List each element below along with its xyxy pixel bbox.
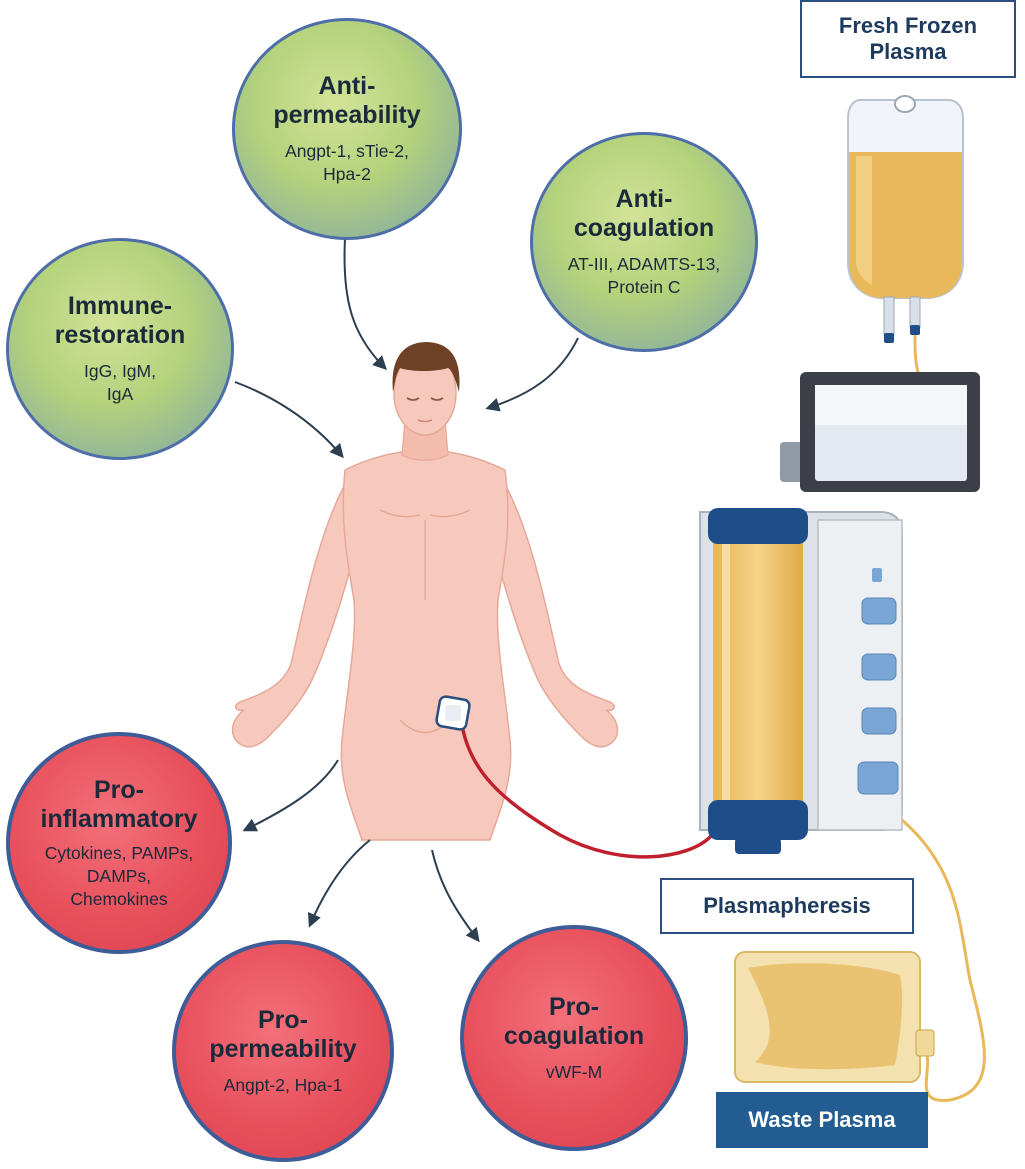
- human-body-figure: [231, 342, 619, 841]
- plasmapheresis-machine-icon: [699, 372, 980, 854]
- node-title: Anti- permeability: [273, 72, 421, 129]
- node-title: Pro- coagulation: [503, 992, 645, 1050]
- node-immune-restoration: Immune- restoration IgG, IgM, IgA: [6, 238, 234, 460]
- node-pro-inflammatory: Pro- inflammatory Cytokines, PAMPs, DAMP…: [6, 732, 232, 954]
- node-anti-permeability: Anti- permeability Angpt-1, sTie-2, Hpa-…: [232, 18, 462, 240]
- node-anti-coagulation: Anti- coagulation AT-III, ADAMTS-13, Pro…: [530, 132, 758, 352]
- label-waste-plasma: Waste Plasma: [716, 1092, 928, 1148]
- node-items: AT-III, ADAMTS-13, Protein C: [567, 254, 721, 297]
- node-title: Pro- permeability: [209, 1005, 357, 1063]
- node-items: IgG, IgM, IgA: [84, 361, 156, 404]
- node-items: Cytokines, PAMPs, DAMPs, Chemokines: [44, 842, 194, 909]
- node-pro-coagulation: Pro- coagulation vWF-M: [460, 925, 688, 1151]
- label-fresh-frozen-plasma: Fresh Frozen Plasma: [800, 0, 1016, 78]
- node-items: Angpt-1, sTie-2, Hpa-2: [285, 141, 409, 184]
- plasma-bag-icon: [847, 95, 964, 373]
- arrows-outflow: [242, 759, 480, 943]
- waste-bag-icon: [734, 951, 935, 1083]
- node-items: vWF-M: [545, 1061, 603, 1082]
- catheter-icon: [435, 695, 471, 731]
- waste-tubing: [901, 818, 986, 1102]
- node-pro-permeability: Pro- permeability Angpt-2, Hpa-1: [172, 940, 394, 1162]
- node-title: Anti- coagulation: [573, 185, 715, 242]
- label-plasmapheresis: Plasmapheresis: [660, 878, 914, 934]
- node-title: Immune- restoration: [54, 292, 186, 349]
- blood-tubing: [460, 724, 714, 859]
- node-items: Angpt-2, Hpa-1: [223, 1074, 343, 1095]
- node-title: Pro- inflammatory: [40, 775, 198, 833]
- arrows-inflow: [234, 237, 579, 459]
